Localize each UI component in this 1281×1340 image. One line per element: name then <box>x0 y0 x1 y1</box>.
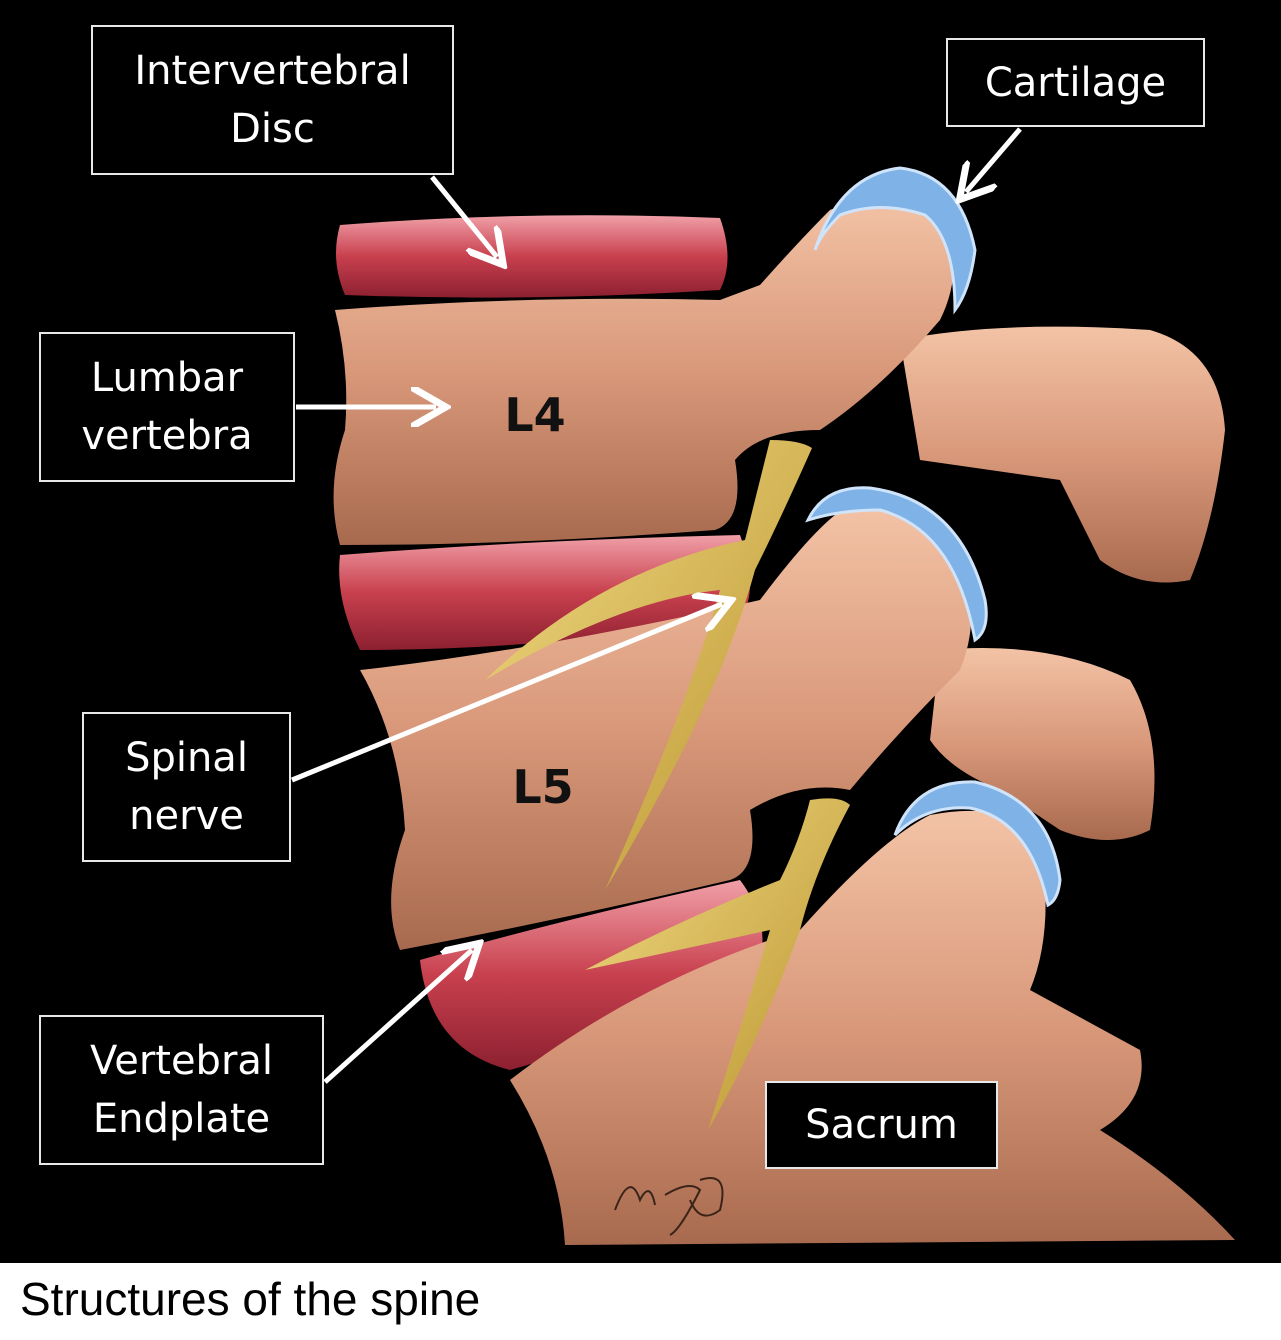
label-line: Cartilage <box>984 59 1167 106</box>
arrow-nerve <box>291 604 722 783</box>
spine-illustration: Intervertebral Disc Cartilage Lumbar ver… <box>0 0 1281 1263</box>
spinous-process-l5 <box>930 648 1155 840</box>
cartilage-cap-2 <box>805 486 988 643</box>
label-line: Disc <box>230 106 315 152</box>
label-lumbar-vertebra: Lumbar vertebra <box>39 332 295 482</box>
arrow-disc <box>430 175 497 257</box>
label-spinal-nerve: Spinal nerve <box>82 712 291 862</box>
label-cartilage: Cartilage <box>946 38 1205 127</box>
vertebra-l4 <box>333 196 954 545</box>
vertebra-label-l4: L4 <box>504 388 566 442</box>
cartilage-cap-3 <box>893 780 1062 908</box>
label-line: Intervertebral <box>134 48 411 94</box>
vertebra-l5 <box>360 503 972 950</box>
disc-upper <box>336 215 728 298</box>
arrow-cartilage <box>966 127 1022 192</box>
label-line: Endplate <box>92 1096 271 1142</box>
spinal-nerve-upper <box>485 440 812 890</box>
artist-signature <box>614 1177 724 1236</box>
sacrum-bone <box>510 810 1235 1245</box>
disc-middle <box>339 535 750 650</box>
label-sacrum: Sacrum <box>765 1081 998 1169</box>
vertebra-label-l5: L5 <box>512 760 574 814</box>
label-line: vertebra <box>81 413 253 459</box>
label-line: nerve <box>129 793 244 839</box>
label-line: Vertebral <box>89 1038 274 1084</box>
spinal-nerve-lower <box>585 798 850 1130</box>
arrow-endplate <box>323 950 472 1084</box>
spinous-process-l4 <box>900 326 1225 583</box>
figure-caption: Structures of the spine <box>20 1273 481 1325</box>
label-line: Lumbar <box>90 355 244 401</box>
cartilage-cap-1 <box>813 166 977 315</box>
label-vertebral-endplate: Vertebral Endplate <box>39 1015 324 1165</box>
spine-anatomy-drawing <box>291 127 1235 1245</box>
label-line: Sacrum <box>805 1102 958 1148</box>
label-intervertebral-disc: Intervertebral Disc <box>91 25 454 175</box>
label-line: Spinal <box>125 735 248 781</box>
